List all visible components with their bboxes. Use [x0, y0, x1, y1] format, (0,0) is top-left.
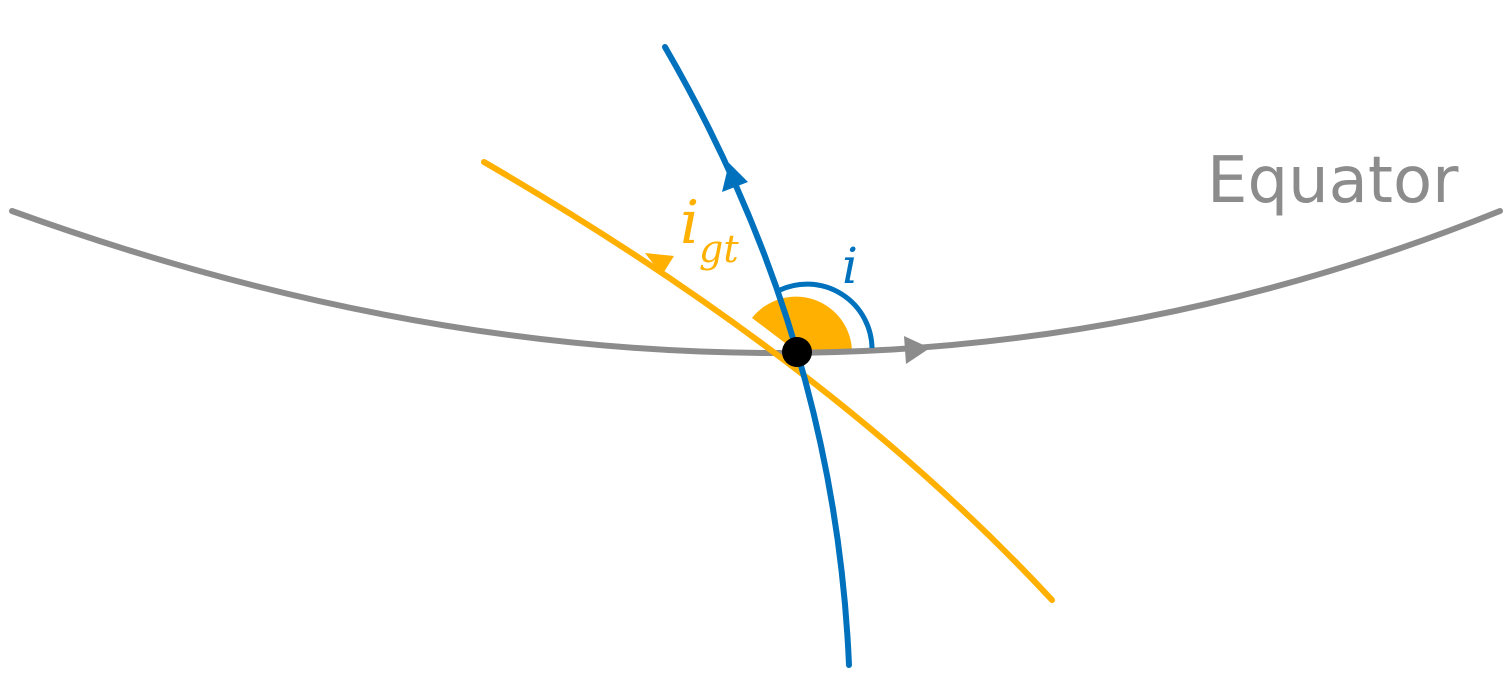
equator-label: Equator [1207, 144, 1459, 218]
inclination-angle-arc [778, 281, 875, 349]
ground-track-inclination-subscript: gt [699, 227, 739, 271]
ascending-node-dot [782, 337, 812, 367]
ground-track-inclination-main: i [680, 188, 699, 258]
orbit-direction-arrow [722, 163, 748, 192]
equator-direction-arrow [904, 336, 930, 364]
ground-track-direction-arrow [645, 253, 674, 275]
inclination-label: i [842, 237, 858, 295]
ground-track-angle-wedge [752, 296, 852, 352]
ground-track-inclination-label: i gt [680, 188, 739, 271]
orbit-line [662, 44, 852, 668]
ground-track-line [481, 159, 1055, 603]
